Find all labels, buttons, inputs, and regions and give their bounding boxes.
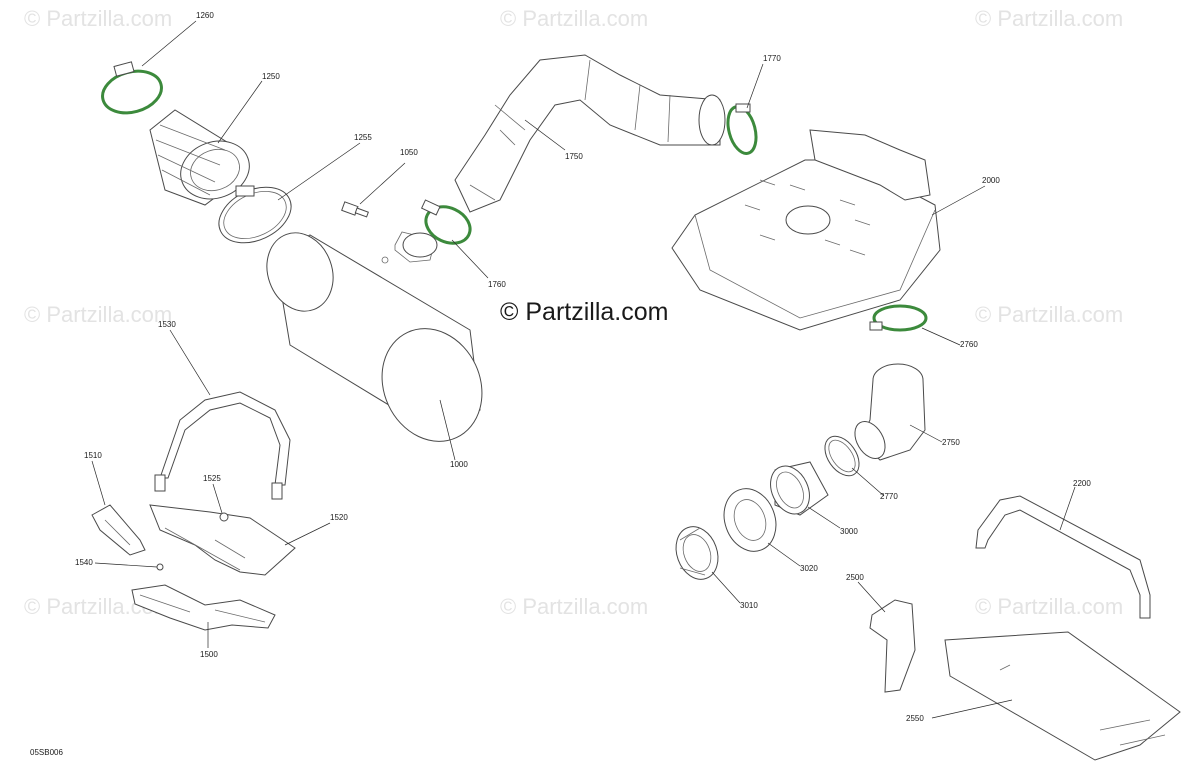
callout-3010[interactable]: 3010	[740, 601, 758, 610]
mount-1500[interactable]	[131, 584, 276, 631]
callout-1000[interactable]: 1000	[450, 460, 468, 469]
watermark: © Partzilla.com	[500, 594, 649, 619]
callout-1540[interactable]: 1540	[75, 558, 93, 567]
callout-1260[interactable]: 1260	[196, 11, 214, 20]
ring-3010[interactable]	[669, 521, 725, 585]
callout-1255[interactable]: 1255	[354, 133, 372, 142]
leader-lines	[91, 20, 1076, 719]
callout-2500[interactable]: 2500	[846, 573, 864, 582]
bracket-2500[interactable]	[869, 599, 916, 693]
watermark: © Partzilla.com	[24, 302, 173, 327]
callout-1520[interactable]: 1520	[330, 513, 348, 522]
heat-shield-1520[interactable]	[149, 504, 296, 576]
callout-2760[interactable]: 2760	[960, 340, 978, 349]
callout-1770[interactable]: 1770	[763, 54, 781, 63]
callout-1250[interactable]: 1250	[262, 72, 280, 81]
watermark: © Partzilla.com	[975, 302, 1124, 327]
diagram-code: 05SB006	[30, 748, 63, 757]
callout-2750[interactable]: 2750	[942, 438, 960, 447]
callout-3000[interactable]: 3000	[840, 527, 858, 536]
watermark: © Partzilla.com	[975, 594, 1124, 619]
callout-2770[interactable]: 2770	[880, 492, 898, 501]
strap-2200[interactable]	[975, 495, 1151, 619]
callout-1750[interactable]: 1750	[565, 152, 583, 161]
clamp-1770[interactable]	[723, 103, 761, 156]
clamp-2770[interactable]	[818, 430, 866, 482]
callout-2200[interactable]: 2200	[1073, 479, 1091, 488]
watermark: © Partzilla.com	[24, 6, 173, 31]
clamp-1260[interactable]	[98, 61, 166, 119]
intake-hose-1750[interactable]	[454, 54, 726, 213]
clamp-1760[interactable]	[420, 199, 476, 250]
flange-3020[interactable]	[716, 481, 785, 558]
callout-1760[interactable]: 1760	[488, 280, 506, 289]
coupler-3000[interactable]	[763, 460, 829, 521]
sensor-1050[interactable]	[341, 201, 369, 218]
callout-1500[interactable]: 1500	[200, 650, 218, 659]
silencer-1000[interactable]	[256, 223, 500, 457]
nut-1540[interactable]	[156, 563, 164, 571]
callout-1530[interactable]: 1530	[158, 320, 176, 329]
strap-1530[interactable]	[154, 391, 291, 500]
plate-2550[interactable]	[944, 631, 1181, 761]
watermark: © Partzilla.com	[500, 6, 649, 31]
callout-1510[interactable]: 1510	[84, 451, 102, 460]
callout-1050[interactable]: 1050	[400, 148, 418, 157]
callout-1525[interactable]: 1525	[203, 474, 221, 483]
airbox-2000[interactable]	[671, 129, 941, 331]
callout-3020[interactable]: 3020	[800, 564, 818, 573]
bracket-1510[interactable]	[91, 504, 146, 556]
clamp-2760[interactable]	[869, 304, 928, 332]
callout-2550[interactable]: 2550	[906, 714, 924, 723]
clamp-1255[interactable]	[210, 176, 300, 253]
bellows-1250[interactable]	[149, 109, 257, 208]
watermark-main: © Partzilla.com	[500, 298, 669, 326]
callout-2000[interactable]: 2000	[982, 176, 1000, 185]
watermark: © Partzilla.com	[975, 6, 1124, 31]
screw-1525[interactable]	[219, 512, 229, 522]
elbow-2750[interactable]	[849, 363, 926, 464]
